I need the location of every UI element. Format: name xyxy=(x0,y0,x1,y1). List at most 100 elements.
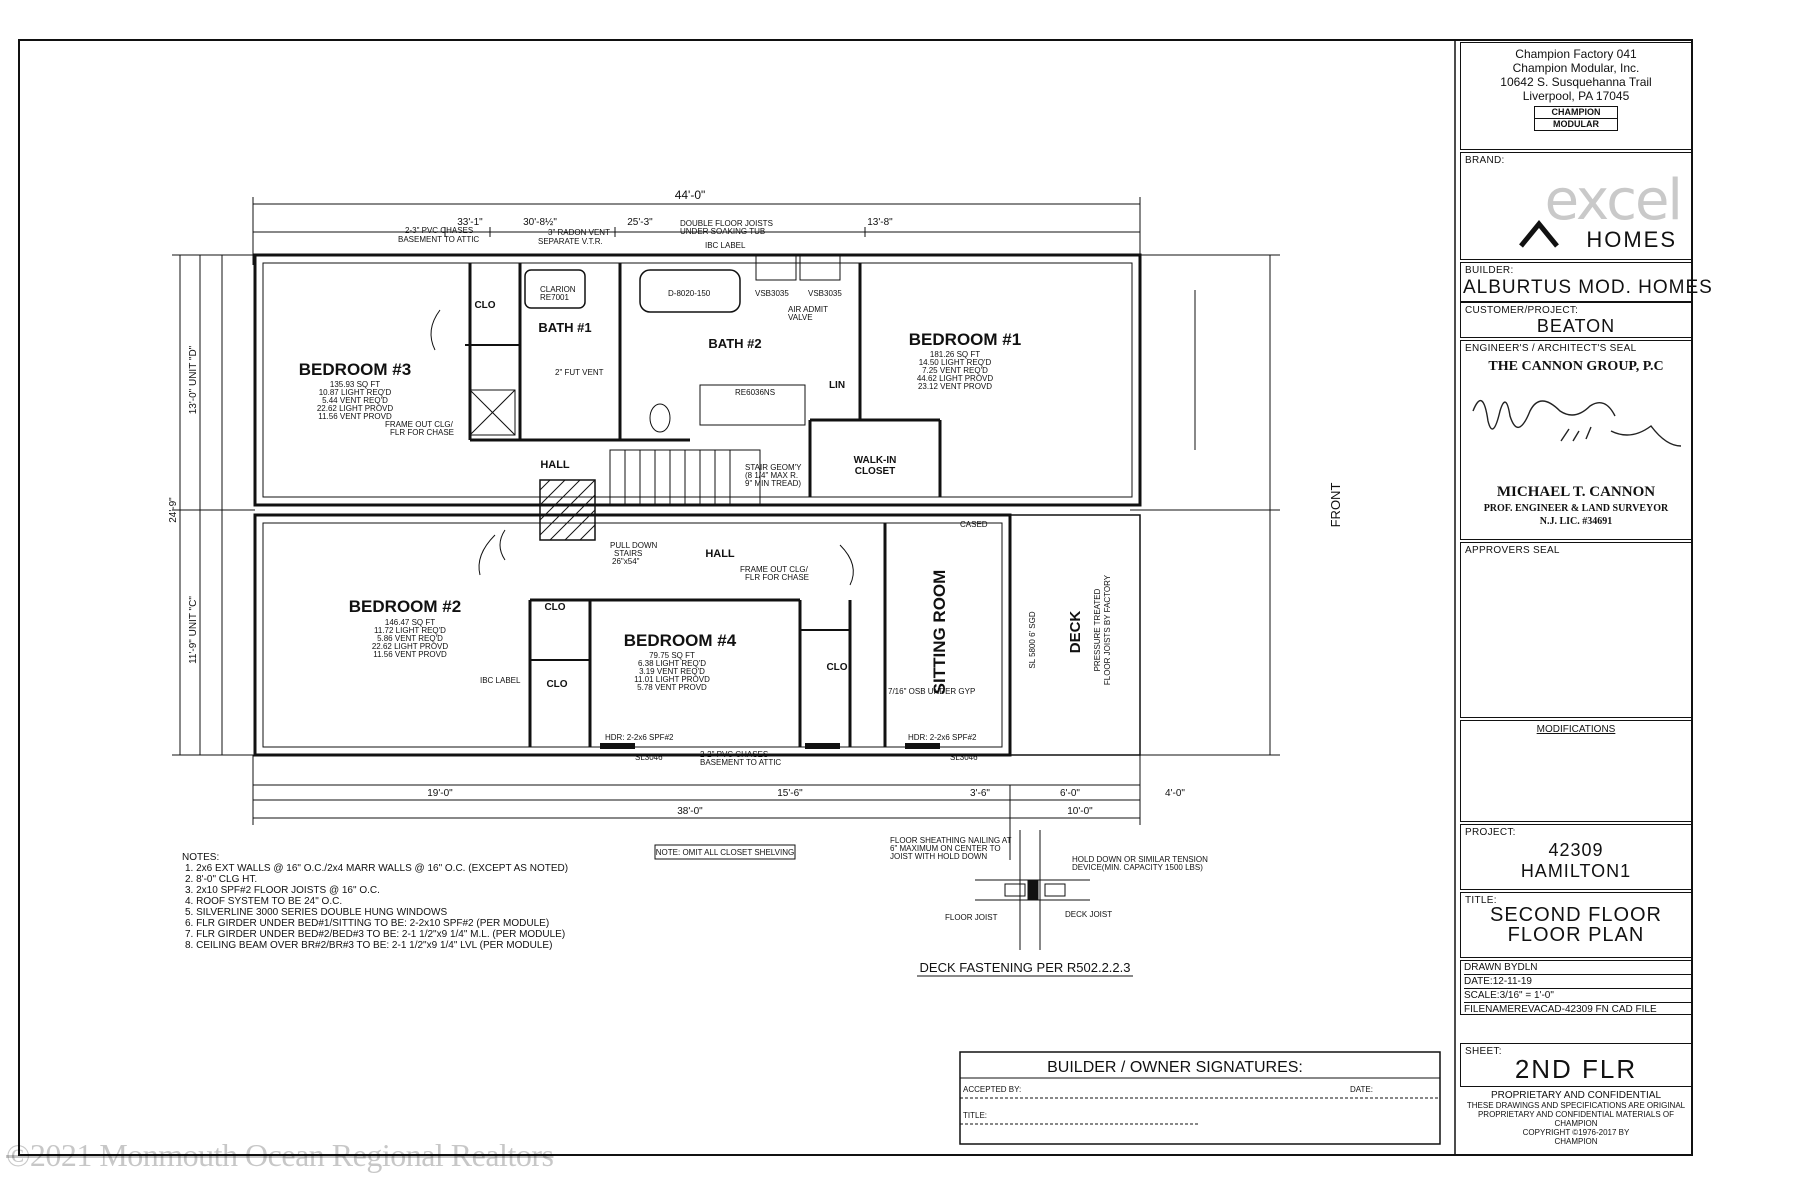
hdr-1: HDR: 2-2x6 SPF#2 xyxy=(605,733,674,742)
ibc-label-bottom: IBC LABEL xyxy=(480,676,521,685)
signatures-heading: BUILDER / OWNER SIGNATURES: xyxy=(1047,1059,1303,1076)
stair-1: STAIR GEOM'Y xyxy=(745,463,802,472)
clarion-1: CLARION xyxy=(540,285,576,294)
front-label: FRONT xyxy=(1328,483,1343,528)
bedroom2-stats: 146.47 SQ FT 11.72 LIGHT REQ'D 5.86 VENT… xyxy=(372,618,449,659)
proprietary-1: PROPRIETARY AND CONFIDENTIAL xyxy=(1490,1090,1662,1101)
hatched-chase xyxy=(539,479,596,541)
sgd-label: SL 5800 6' SGD xyxy=(1028,611,1037,668)
svg-text:6.38 LIGHT REQ'D: 6.38 LIGHT REQ'D xyxy=(638,659,706,668)
sheet-block: SHEET: 2ND FLR xyxy=(1460,1043,1692,1087)
customer-name: BEATON xyxy=(1536,316,1616,336)
homes-logo-text: HOMES xyxy=(1586,227,1677,252)
cased: CASED xyxy=(960,520,988,529)
svg-text:11.56 VENT PROVD: 11.56 VENT PROVD xyxy=(373,650,447,659)
svg-text:181.26 SQ FT: 181.26 SQ FT xyxy=(930,350,980,359)
drawn-by: DRAWN BYDLN xyxy=(1464,961,1691,975)
builder-block: BUILDER: ALBURTUS MOD. HOMES xyxy=(1460,262,1712,302)
deck-name: DECK xyxy=(1067,611,1084,654)
clo-bed4: CLO xyxy=(826,662,847,673)
sheet-number: 2ND FLR xyxy=(1514,1054,1638,1084)
title-line-1: SECOND FLOOR xyxy=(1489,904,1663,926)
factory-line-1: Champion Factory 041 xyxy=(1515,47,1637,61)
svg-text:79.75 SQ FT: 79.75 SQ FT xyxy=(649,651,695,660)
stair-3: 9" MIN TREAD) xyxy=(745,479,801,488)
fut-vent: 2" FUT VENT xyxy=(555,368,604,377)
champion-logo-top: CHAMPION xyxy=(1535,107,1617,119)
tub-model: D-8020-150 xyxy=(668,289,711,298)
bedroom3-stats: 135.93 SQ FT 10.87 LIGHT REQ'D 5.44 VENT… xyxy=(317,380,394,421)
floor-joist-label: FLOOR JOIST xyxy=(945,913,998,922)
modifications-block: MODIFICATIONS xyxy=(1460,720,1692,822)
customer-block: CUSTOMER/PROJECT: BEATON xyxy=(1460,302,1692,338)
walkin-closet-1: WALK-IN xyxy=(854,455,897,466)
svg-text:5.86 VENT REQ'D: 5.86 VENT REQ'D xyxy=(377,634,443,643)
svg-text:7.25 VENT REQ'D: 7.25 VENT REQ'D xyxy=(922,366,988,375)
vsb-1: VSB3035 xyxy=(755,289,789,298)
svg-text:8. CEILING BEAM OVER BR#2/BR#: 8. CEILING BEAM OVER BR#2/BR#3 TO BE: 2-… xyxy=(185,940,552,951)
svg-text:44.62 LIGHT PROVD: 44.62 LIGHT PROVD xyxy=(917,374,994,383)
champion-logo-bottom: MODULAR xyxy=(1553,119,1599,129)
svg-text:11.72 LIGHT REQ'D: 11.72 LIGHT REQ'D xyxy=(374,626,446,635)
vanity-sink-1 xyxy=(755,254,797,281)
svg-text:1. 2x6 EXT WALLS @ 16" O.C./2: 1. 2x6 EXT WALLS @ 16" O.C./2x4 MARR WAL… xyxy=(185,863,568,874)
hall-top: HALL xyxy=(540,459,570,471)
pull-down-2: STAIRS xyxy=(614,549,642,558)
frame-out-top-1: FRAME OUT CLG/ xyxy=(385,420,454,429)
sheet-label: SHEET: xyxy=(1465,1046,1502,1057)
champion-logo: CHAMPION MODULAR xyxy=(1534,106,1618,131)
pvc-top-2: BASEMENT TO ATTIC xyxy=(398,235,479,244)
svg-text:11.56 VENT PROVD: 11.56 VENT PROVD xyxy=(318,412,392,421)
deck-fastening-caption: DECK FASTENING PER R502.2.2.3 xyxy=(920,960,1131,975)
door-swings xyxy=(430,309,854,586)
dim-15: 15'-6" xyxy=(777,788,803,799)
approvers-label: APPROVERS SEAL xyxy=(1465,545,1560,556)
nailing-3: JOIST WITH HOLD DOWN xyxy=(890,852,987,861)
hold-down-1: HOLD DOWN OR SIMILAR TENSION xyxy=(1072,855,1208,864)
watermark-text: ©2021 Monmouth Ocean Regional Realtors xyxy=(6,1137,554,1173)
hold-down-2: DEVICE(MIN. CAPACITY 1500 LBS) xyxy=(1072,863,1203,872)
sl3046-b: SL3046 xyxy=(950,753,978,762)
factory-block: Champion Factory 041 Champion Modular, I… xyxy=(1460,42,1692,150)
stairs xyxy=(609,449,761,506)
left-dimension-lines xyxy=(172,254,255,756)
bedroom3-name: BEDROOM #3 xyxy=(299,360,411,379)
double-joists-1: DOUBLE FLOOR JOISTS xyxy=(680,219,773,228)
factory-line-4: Liverpool, PA 17045 xyxy=(1522,89,1630,103)
dim-30: 30'-8½" xyxy=(523,217,557,228)
shower xyxy=(699,384,806,426)
air-admit-2: VALVE xyxy=(788,313,813,322)
svg-text:146.47 SQ FT: 146.47 SQ FT xyxy=(385,618,435,627)
drawing-scale: SCALE:3/16" = 1'-0" xyxy=(1464,989,1691,1003)
hall-bottom: HALL xyxy=(705,548,735,560)
approvers-block: APPROVERS SEAL xyxy=(1460,542,1692,718)
drawing-info-block: DRAWN BYDLN DATE:12-11-19 SCALE:3/16" = … xyxy=(1460,960,1692,1015)
vanity-sink-2 xyxy=(799,254,841,281)
dim-3: 3'-6" xyxy=(970,788,990,799)
signature-title: TITLE: xyxy=(963,1111,987,1120)
clo-bed2a: CLO xyxy=(544,602,565,613)
excel-homes-logo: excel HOMES xyxy=(1501,173,1683,253)
clarion-2: RE7001 xyxy=(540,293,569,302)
svg-text:23.12 VENT PROVD: 23.12 VENT PROVD xyxy=(918,382,992,391)
walkin-closet-2: CLOSET xyxy=(855,466,896,477)
project-name: HAMILTON1 xyxy=(1520,861,1632,881)
proprietary-2: THESE DRAWINGS AND SPECIFICATIONS ARE OR… xyxy=(1466,1101,1686,1110)
sl3046-a: SL3046 xyxy=(635,753,663,762)
svg-text:2. 8'-0" CLG HT.: 2. 8'-0" CLG HT. xyxy=(185,874,257,885)
bedroom1-stats: 181.26 SQ FT 14.50 LIGHT REQ'D 7.25 VENT… xyxy=(917,350,994,391)
project-label: PROJECT: xyxy=(1465,827,1516,838)
pvc-bottom-2: BASEMENT TO ATTIC xyxy=(700,758,781,767)
overall-dimension: 44'-0" xyxy=(675,188,706,202)
stair-2: (8 1/4" MAX R. xyxy=(745,471,798,480)
bedroom1-name: BEDROOM #1 xyxy=(909,330,1021,349)
engineer-license: N.J. LIC. #34691 xyxy=(1539,516,1613,527)
vsb-2: VSB3035 xyxy=(808,289,842,298)
seal-firm: THE CANNON GROUP, P.C xyxy=(1488,359,1664,374)
customer-label: CUSTOMER/PROJECT: xyxy=(1465,305,1579,316)
svg-text:10.87 LIGHT REQ'D: 10.87 LIGHT REQ'D xyxy=(319,388,392,397)
handwritten-signature xyxy=(1472,399,1682,447)
svg-text:22.62 LIGHT PROVD: 22.62 LIGHT PROVD xyxy=(317,404,394,413)
double-joists-2: UNDER SOAKING TUB xyxy=(680,227,765,236)
builder-name: ALBURTUS MOD. HOMES xyxy=(1463,277,1713,298)
